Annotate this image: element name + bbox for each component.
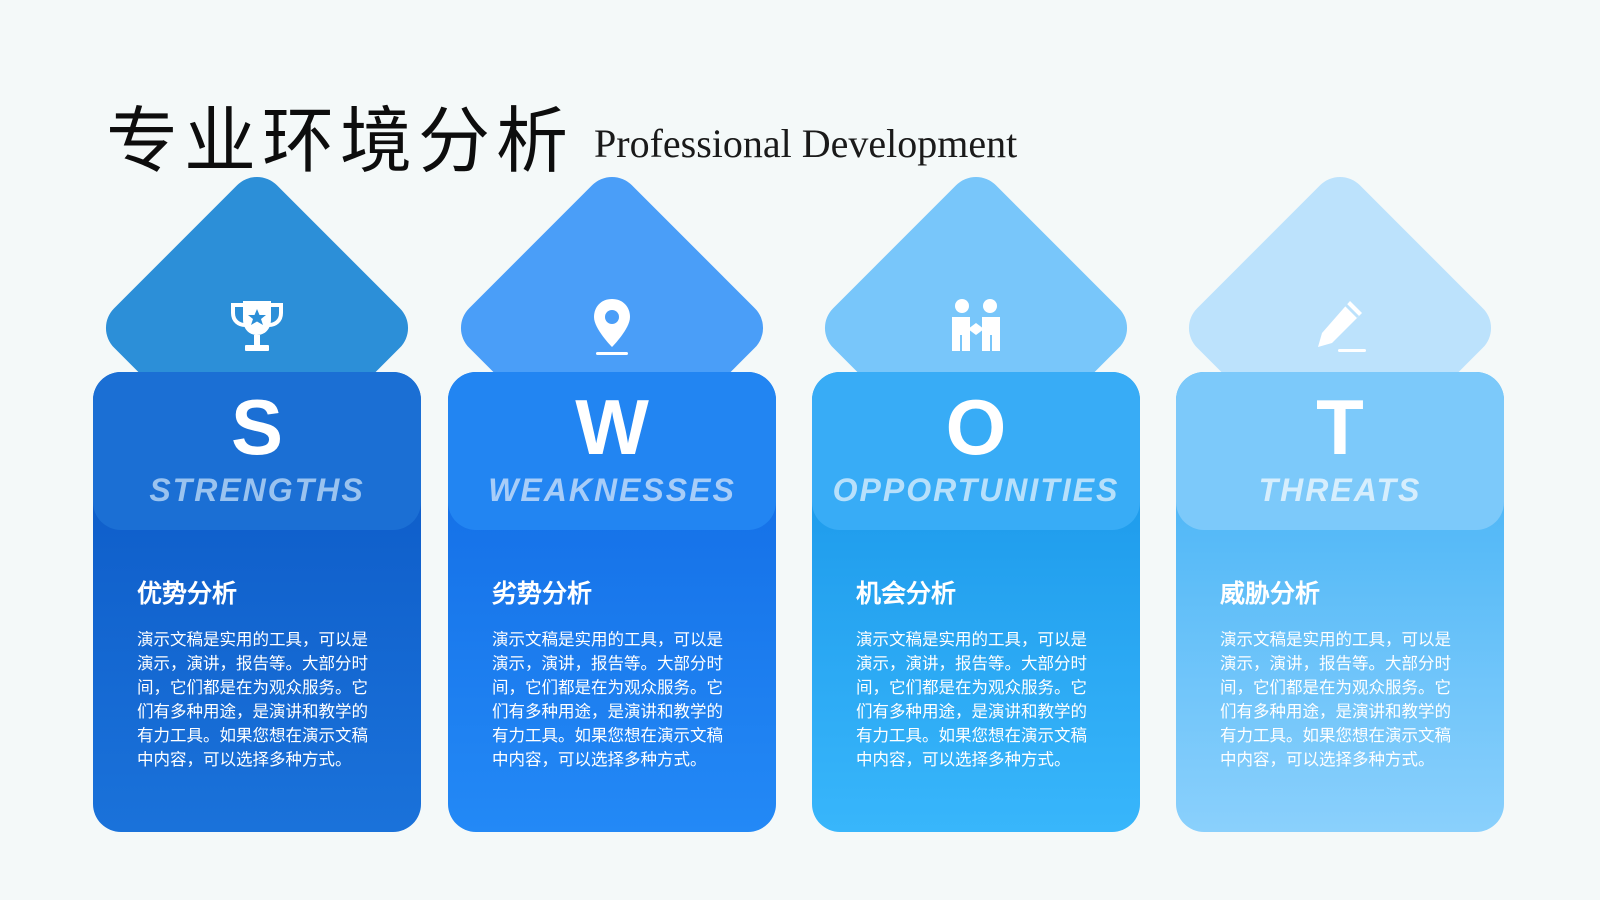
swot-card-weaknesses: W WEAKNESSES 劣势分析 演示文稿是实用的工具，可以是演示，演讲，报告…: [448, 165, 776, 832]
page-title: 专业环境分析: [106, 99, 575, 183]
card-letter-panel: [93, 372, 421, 530]
card-heading: 劣势分析: [492, 579, 593, 608]
card-letter-panel: [448, 372, 776, 530]
trophy-icon: [225, 295, 289, 359]
swot-word: WEAKNESSES: [488, 472, 736, 508]
card-heading: 机会分析: [856, 579, 957, 608]
card-letter-panel: [1176, 372, 1504, 530]
swot-card-opportunities: O OPPORTUNITIES 机会分析 演示文稿是实用的工具，可以是演示，演讲…: [812, 165, 1140, 832]
swot-word: OPPORTUNITIES: [832, 472, 1120, 508]
card-description: 演示文稿是实用的工具，可以是演示，演讲，报告等。大部分时间，它们都是在为观众服务…: [137, 630, 368, 769]
page-subtitle: Professional Development: [594, 121, 1018, 166]
swot-card-strengths: S STRENGTHS 优势分析 演示文稿是实用的工具，可以是演示，演讲，报告等…: [93, 165, 421, 832]
card-description: 演示文稿是实用的工具，可以是演示，演讲，报告等。大部分时间，它们都是在为观众服务…: [492, 630, 723, 769]
card-heading: 威胁分析: [1220, 579, 1321, 608]
card-heading: 优势分析: [137, 579, 238, 608]
swot-letter: S: [230, 383, 284, 471]
card-description: 演示文稿是实用的工具，可以是演示，演讲，报告等。大部分时间，它们都是在为观众服务…: [1220, 630, 1451, 769]
swot-card-threats: T THREATS 威胁分析 演示文稿是实用的工具，可以是演示，演讲，报告等。大…: [1176, 165, 1504, 832]
location-pin-icon: [580, 295, 644, 359]
handshake-people-icon: [944, 295, 1008, 359]
pencil-icon: [1308, 295, 1372, 359]
card-description: 演示文稿是实用的工具，可以是演示，演讲，报告等。大部分时间，它们都是在为观众服务…: [856, 630, 1087, 769]
swot-word: STRENGTHS: [149, 472, 365, 508]
swot-letter: W: [575, 383, 649, 471]
swot-letter: O: [945, 383, 1007, 471]
card-letter-panel: [812, 372, 1140, 530]
swot-word: THREATS: [1258, 472, 1422, 508]
swot-letter: T: [1316, 383, 1364, 471]
